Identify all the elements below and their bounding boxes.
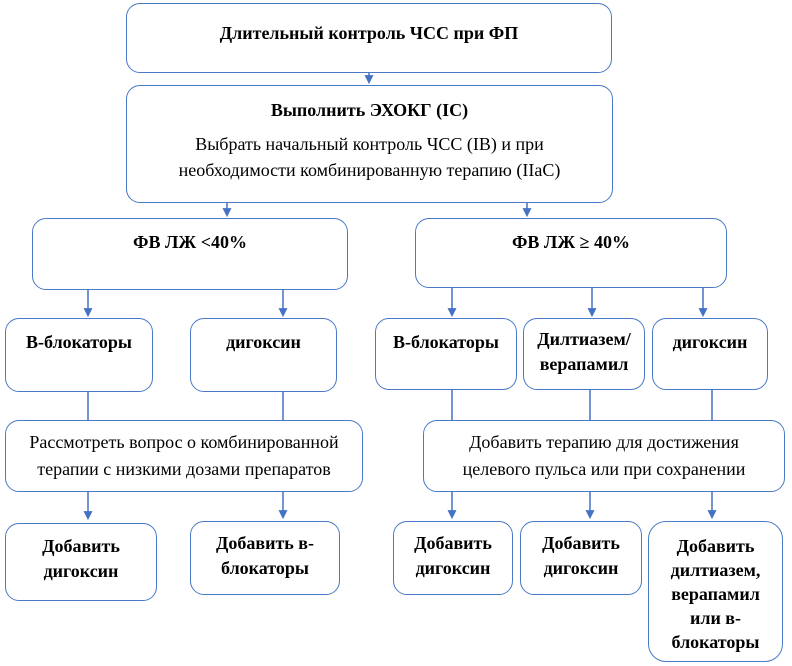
node-label: дигоксин bbox=[226, 332, 301, 352]
node-beta-blockers-left: В-блокаторы bbox=[5, 318, 153, 392]
node-label: В-блокаторы bbox=[393, 332, 499, 352]
node-diltiazem-verapamil: Дилтиазем/ верапамил bbox=[523, 318, 645, 390]
node-label: ФВ ЛЖ ≥ 40% bbox=[511, 232, 631, 252]
node-label: Рассмотреть вопрос о комбинированной тер… bbox=[29, 432, 339, 479]
node-add-beta-blockers: Добавить в- блокаторы bbox=[190, 521, 340, 595]
node-label: Дилтиазем/ верапамил bbox=[537, 329, 631, 374]
node-digoxin-right: дигоксин bbox=[652, 318, 768, 390]
node-add-digoxin-2: Добавить дигоксин bbox=[393, 521, 513, 595]
node-body: Выбрать начальный контроль ЧСС (IB) и пр… bbox=[178, 134, 561, 180]
node-perform-echo: Выполнить ЭХОКГ (IC) Выбрать начальный к… bbox=[126, 85, 613, 203]
node-label: Добавить дилтиазем, верапамил или в- бло… bbox=[670, 536, 761, 652]
node-label: В-блокаторы bbox=[26, 332, 132, 352]
node-label: Добавить дигоксин bbox=[42, 536, 120, 581]
node-add-digoxin-1: Добавить дигоксин bbox=[5, 523, 157, 601]
node-digoxin-left: дигоксин bbox=[190, 318, 337, 392]
node-long-term-rate-control: Длительный контроль ЧСС при ФП bbox=[126, 3, 612, 73]
node-label: Добавить дигоксин bbox=[542, 533, 620, 578]
node-beta-blockers-right: В-блокаторы bbox=[375, 318, 517, 390]
node-label: Добавить в- блокаторы bbox=[215, 533, 315, 578]
node-title: Выполнить ЭХОКГ (IC) bbox=[270, 100, 469, 120]
node-label: Добавить терапию для достижения целевого… bbox=[462, 432, 746, 479]
node-ef-below-40: ФВ ЛЖ <40% bbox=[32, 218, 348, 290]
node-consider-combined-therapy: Рассмотреть вопрос о комбинированной тер… bbox=[5, 420, 363, 492]
node-label: ФВ ЛЖ <40% bbox=[133, 232, 247, 252]
node-ef-40-or-more: ФВ ЛЖ ≥ 40% bbox=[415, 218, 727, 288]
node-label: дигоксин bbox=[672, 332, 748, 352]
node-add-therapy-target-pulse: Добавить терапию для достижения целевого… bbox=[423, 420, 785, 492]
node-add-diltiazem-verapamil-or-bb: Добавить дилтиазем, верапамил или в- бло… bbox=[648, 521, 783, 662]
node-label: Длительный контроль ЧСС при ФП bbox=[219, 23, 519, 43]
node-label: Добавить дигоксин bbox=[414, 533, 492, 578]
node-add-digoxin-3: Добавить дигоксин bbox=[520, 521, 642, 595]
